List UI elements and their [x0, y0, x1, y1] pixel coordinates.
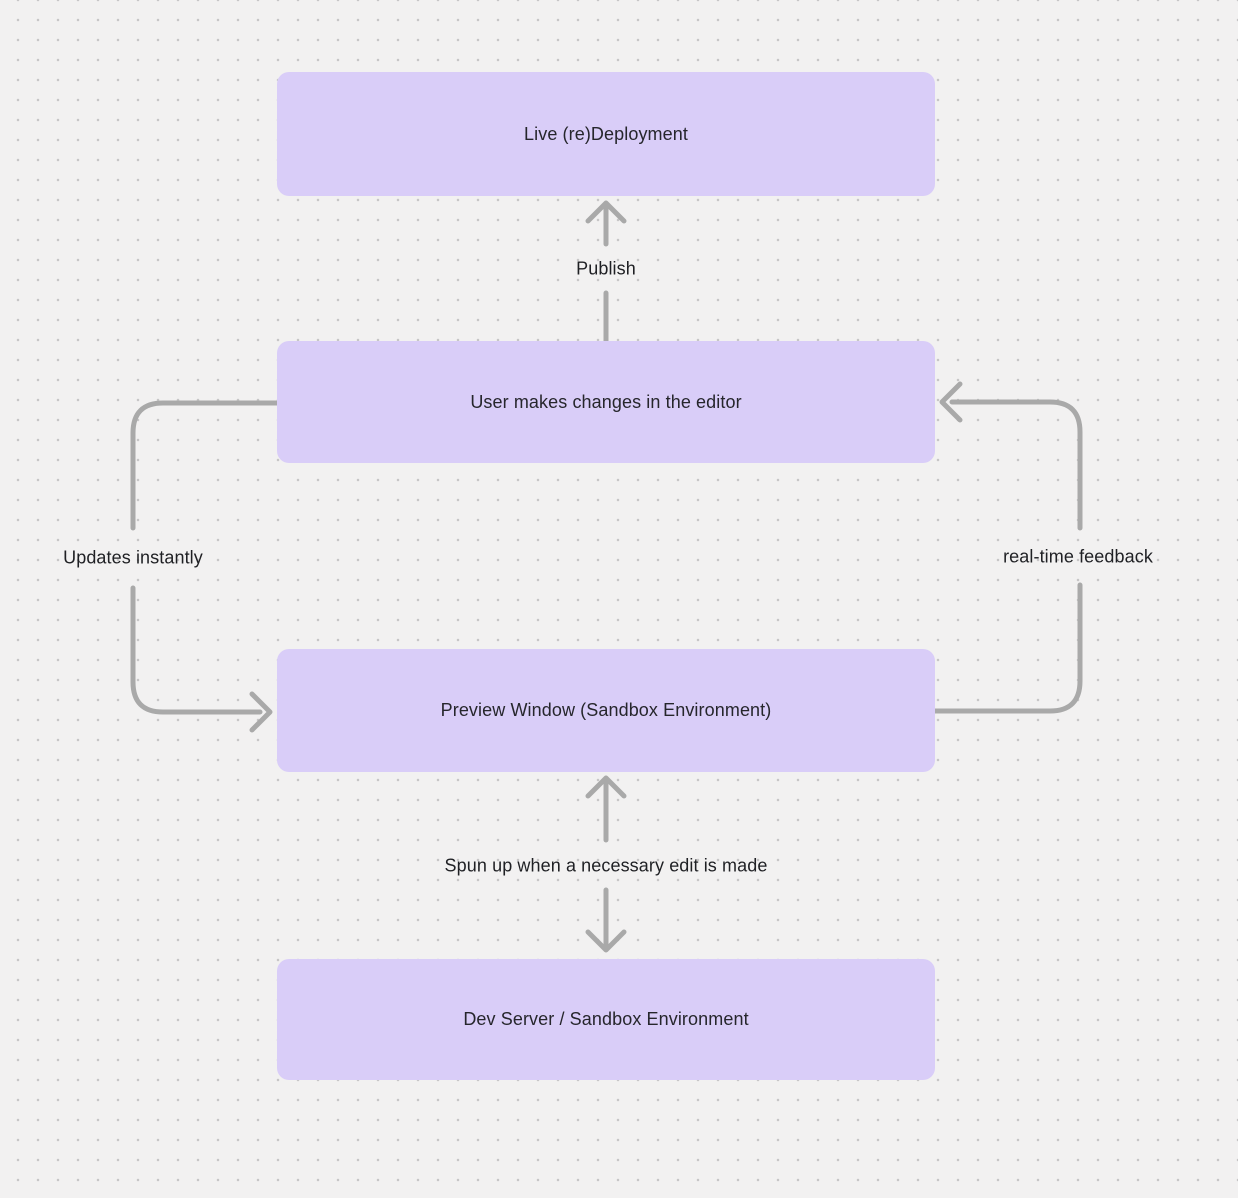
arrowhead-right-icon	[249, 691, 273, 733]
updates-instantly-arrow	[130, 400, 280, 733]
edge-label-spun-up: Spun up when a necessary edit is made	[444, 855, 768, 876]
arrowhead-up-icon	[585, 775, 627, 799]
node-label: Live (re)Deployment	[524, 123, 688, 144]
publish-arrow	[585, 200, 627, 344]
edge-label-realtime-feedback: real-time feedback	[1003, 546, 1153, 567]
node-label: User makes changes in the editor	[470, 391, 742, 412]
arrowhead-up-icon	[585, 200, 627, 224]
node-label: Preview Window (Sandbox Environment)	[440, 700, 772, 720]
node-preview-window: Preview Window (Sandbox Environment)	[277, 649, 935, 772]
edge-label-publish: Publish	[576, 258, 636, 279]
arrowhead-left-icon	[939, 381, 963, 423]
edge-label-updates-instantly: Updates instantly	[63, 547, 203, 568]
spun-up-arrow	[585, 775, 627, 953]
realtime-feedback-arrow	[932, 381, 1083, 714]
node-user-editor: User makes changes in the editor	[277, 341, 935, 463]
node-label: Dev Server / Sandbox Environment	[463, 1009, 749, 1029]
arrowhead-down-icon	[585, 929, 627, 953]
node-live-redeployment: Live (re)Deployment	[277, 72, 935, 196]
node-dev-server: Dev Server / Sandbox Environment	[277, 959, 935, 1080]
